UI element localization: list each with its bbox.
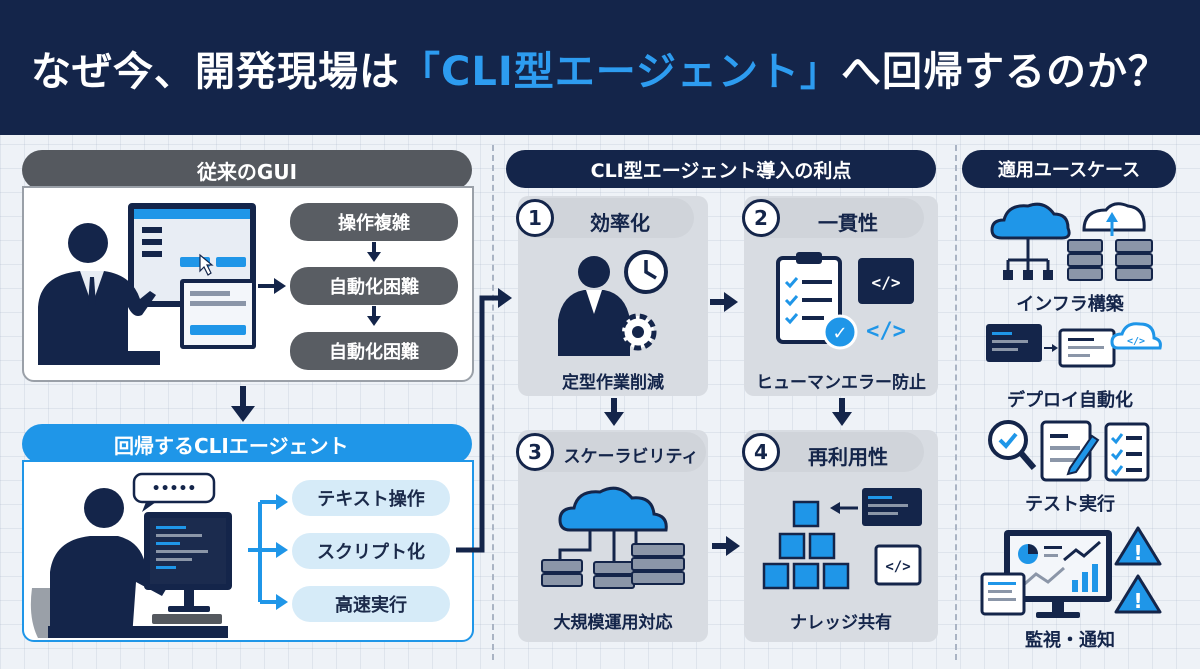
cli-title: 回帰するCLIエージェント <box>22 424 472 464</box>
benefit-4-number: 4 <box>742 433 780 471</box>
usecase-3-label: テスト実行 <box>1025 494 1115 515</box>
cli-feature-3-text: 高速実行 <box>335 595 407 616</box>
benefit-1-title: 効率化 <box>590 211 650 235</box>
benefit-4-title: 再利用性 <box>808 445 888 469</box>
person-cli-illustration: ••••• <box>30 472 232 638</box>
benefit-2-title: 一貫性 <box>818 211 878 235</box>
legacy-arrow-1 <box>367 242 381 262</box>
benefit-3-title: スケーラビリティ <box>563 447 699 467</box>
usecase-2-label: デプロイ自動化 <box>1007 390 1133 411</box>
column-divider-right <box>955 145 957 660</box>
arrow-gui-to-cli <box>231 386 255 422</box>
legacy-step-1: 操作複雑 <box>290 203 458 241</box>
reusability-icon: </> <box>762 488 922 590</box>
cli-feature-2-text: スクリプト化 <box>317 542 425 563</box>
benefit-1-number: 1 <box>516 199 554 237</box>
monitoring-icon: ! ! <box>980 526 1162 618</box>
code-glyph-2: </> <box>866 319 906 344</box>
usecases-title: 適用ユースケース <box>962 150 1176 188</box>
arrow-benefit-2-4 <box>832 398 852 426</box>
usecase-1-label: インフラ構築 <box>1016 294 1124 315</box>
legacy-arrow-2 <box>367 306 381 326</box>
benefit-4-caption: ナレッジ共有 <box>790 613 892 633</box>
legacy-step-3: 自動化困難 <box>290 332 458 370</box>
deploy-icon: </> <box>986 322 1162 368</box>
cli-feature-3: 高速実行 <box>292 586 450 622</box>
efficiency-icon <box>558 250 668 356</box>
legacy-step-3-text: 自動化困難 <box>329 342 419 363</box>
scalability-icon <box>541 486 685 589</box>
code-glyph-4: </> <box>1127 336 1145 347</box>
infrastructure-icon <box>990 202 1153 281</box>
person-gui-illustration <box>38 203 256 365</box>
code-glyph-3: </> <box>885 559 910 575</box>
cli-feature-1-text: テキスト操作 <box>317 489 425 510</box>
consistency-icon: ✓ </> </> <box>776 252 914 350</box>
benefit-2-caption: ヒューマンエラー防止 <box>756 373 926 393</box>
usecases-title-text: 適用ユースケース <box>997 160 1141 181</box>
benefits-title-text: CLI型エージェント導入の利点 <box>590 159 852 182</box>
legacy-title: 従来のGUI <box>22 150 472 190</box>
feature-branch-arrows <box>248 494 288 610</box>
benefit-2-number: 2 <box>742 199 780 237</box>
title-after: へ回帰するのか？ <box>840 48 1169 95</box>
arrow-to-steps <box>258 278 286 294</box>
test-icon <box>988 420 1150 482</box>
benefit-3-caption: 大規模運用対応 <box>553 613 673 633</box>
benefits-title: CLI型エージェント導入の利点 <box>506 150 936 188</box>
benefit-3-number: 3 <box>516 433 554 471</box>
benefit-1-caption: 定型作業削減 <box>562 373 664 393</box>
cli-title-text: 回帰するCLIエージェント <box>114 433 349 458</box>
legacy-step-1-text: 操作複雑 <box>338 213 410 234</box>
usecase-4-label: 監視・通知 <box>1025 630 1115 651</box>
alert-glyph-2: ! <box>1133 589 1142 613</box>
alert-glyph-1: ! <box>1133 541 1142 565</box>
arrow-benefit-1-3 <box>604 398 624 426</box>
legacy-step-2: 自動化困難 <box>290 267 458 305</box>
chat-dots: ••••• <box>152 481 197 497</box>
connector-to-benefits <box>456 288 512 553</box>
legacy-step-2-text: 自動化困難 <box>329 277 419 298</box>
check-glyph: ✓ <box>832 323 847 344</box>
column-divider-left <box>492 145 494 660</box>
page-header: なぜ今、開発現場は「CLI型エージェント」へ回帰するのか？ <box>0 0 1200 135</box>
cli-feature-2: スクリプト化 <box>292 533 450 569</box>
arrow-benefit-1-2 <box>710 292 738 312</box>
legacy-title-text: 従来のGUI <box>196 159 298 184</box>
title-highlight: 「CLI型エージェント」 <box>400 48 841 95</box>
cli-feature-1: テキスト操作 <box>292 480 450 516</box>
arrow-benefit-3-4 <box>712 536 740 556</box>
code-glyph-1: </> <box>872 273 901 292</box>
page-title: なぜ今、開発現場は「CLI型エージェント」へ回帰するのか？ <box>31 39 1169 97</box>
title-before: なぜ今、開発現場は <box>31 48 401 95</box>
